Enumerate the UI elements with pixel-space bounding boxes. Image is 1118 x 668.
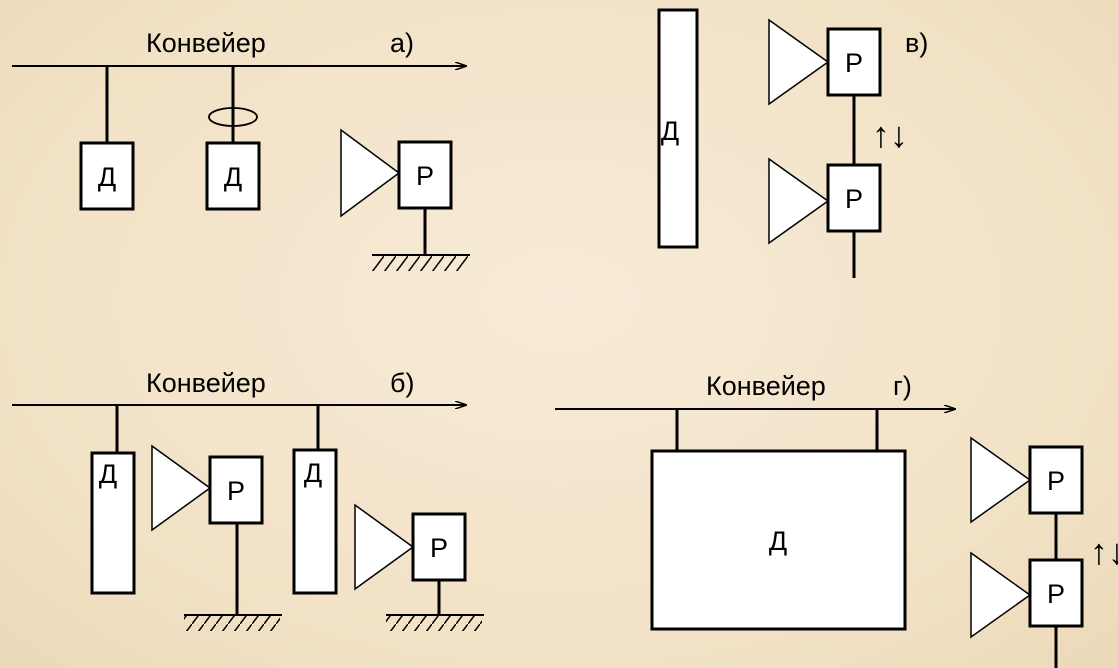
robot-box-b1 bbox=[208, 455, 264, 525]
rotation-icon bbox=[208, 107, 258, 127]
gripper-triangle-v1 bbox=[768, 18, 830, 106]
gripper-triangle-a bbox=[340, 128, 401, 218]
gripper-triangle-b2 bbox=[354, 503, 415, 591]
panel-v bbox=[657, 8, 882, 278]
robot-label-v1: Р bbox=[845, 48, 863, 78]
detail-label-b2: Д bbox=[304, 458, 322, 488]
detail-label-b1: Д bbox=[99, 459, 117, 489]
robot-label-b1: Р bbox=[227, 476, 245, 506]
gripper-triangle-g2 bbox=[970, 551, 1032, 639]
conveyor-label-a: Конвейер bbox=[146, 28, 266, 58]
robot-box-a bbox=[397, 140, 453, 210]
detail-label-a2: Д bbox=[224, 162, 242, 192]
conveyor-label-b: Конвейер bbox=[146, 368, 266, 398]
robot-label-b2: Р bbox=[430, 533, 448, 563]
gripper-triangle-g1 bbox=[970, 436, 1032, 524]
detail-label-a1: Д bbox=[98, 162, 116, 192]
robot-label-v2: Р bbox=[845, 184, 863, 214]
detail-box-b2 bbox=[292, 448, 338, 595]
panel-letter-b: б) bbox=[390, 368, 414, 398]
panel-letter-a: а) bbox=[390, 28, 414, 58]
conveyor-label-g: Конвейер bbox=[706, 371, 826, 401]
panel-letter-v: в) bbox=[905, 28, 928, 58]
motion-arrows-g: ↑↓ bbox=[1090, 531, 1118, 572]
gripper-triangle-b1 bbox=[151, 444, 212, 532]
ground-hatch-a bbox=[372, 255, 468, 271]
detail-tall-box-v bbox=[657, 8, 699, 249]
detail-box-a1 bbox=[79, 141, 135, 211]
detail-label-v: Д bbox=[661, 116, 679, 146]
detail-box-b1 bbox=[90, 451, 136, 595]
robot-label-g1: Р bbox=[1047, 466, 1065, 496]
panel-letter-g: г) bbox=[893, 371, 912, 401]
panel-g bbox=[555, 409, 1084, 668]
labels: Конвейер а) Д Д Р в) Д Р Р ↑↓ Конвейер б… bbox=[98, 28, 1118, 609]
detail-label-g: Д bbox=[769, 526, 787, 556]
motion-arrows-v: ↑↓ bbox=[872, 114, 908, 155]
detail-box-a2 bbox=[205, 141, 261, 211]
panel-b bbox=[12, 405, 484, 631]
robot-label-a: Р bbox=[416, 161, 434, 191]
panel-a bbox=[12, 66, 470, 271]
ground-hatch-b1 bbox=[184, 615, 280, 631]
ground-hatch-b2 bbox=[386, 615, 482, 631]
detail-large-box-g bbox=[650, 449, 907, 631]
gripper-triangle-v2 bbox=[768, 157, 830, 245]
robot-label-g2: Р bbox=[1047, 579, 1065, 609]
